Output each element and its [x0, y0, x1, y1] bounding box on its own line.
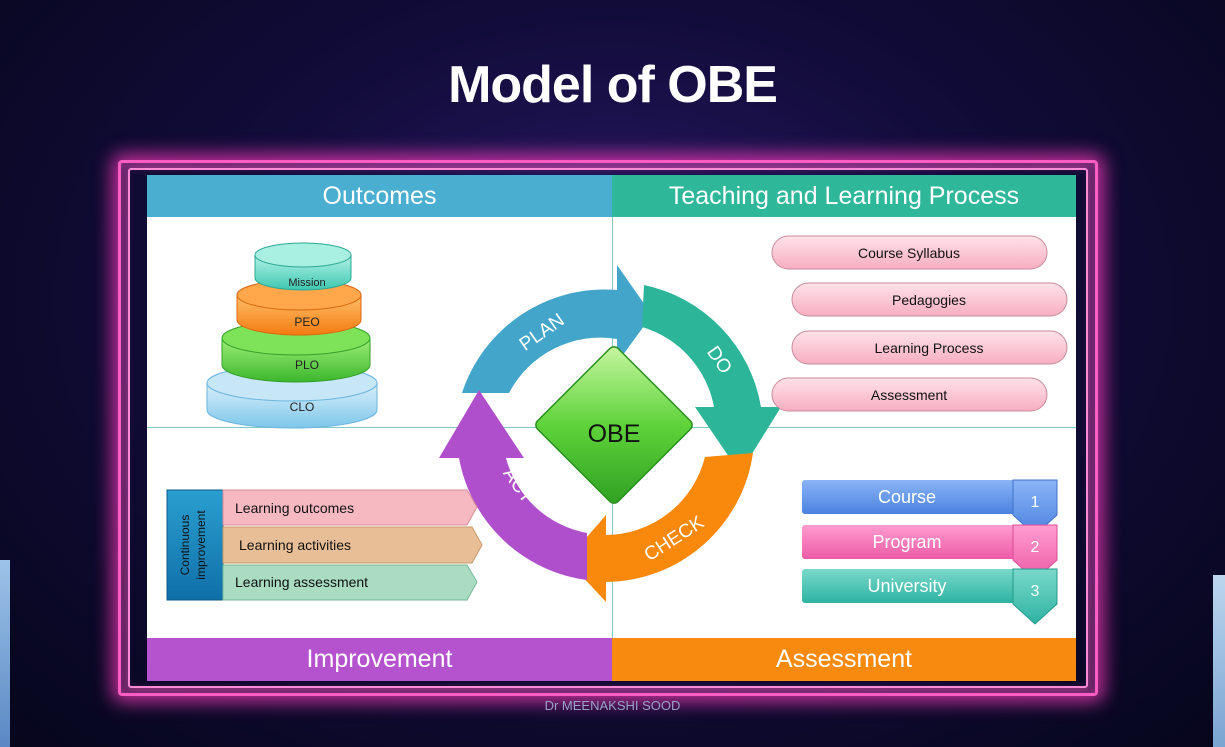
- process-item-course-syllabus: Course Syllabus: [771, 235, 1048, 270]
- pyramid-label-mission: Mission: [288, 277, 325, 289]
- check-arrow: [567, 453, 753, 602]
- assessment-level-university: University 3: [802, 568, 1058, 625]
- svg-text:1: 1: [1031, 494, 1040, 511]
- process-items: Course Syllabus Pedagogies Learning Proc…: [771, 235, 1068, 412]
- improvement-item-activities: Learning activities: [222, 526, 483, 564]
- svg-text:Learning Process: Learning Process: [875, 340, 984, 356]
- pyramid-label-peo: PEO: [294, 315, 319, 329]
- assessment-header: Assessment: [612, 638, 1076, 681]
- obe-center-label: OBE: [588, 420, 641, 448]
- outcomes-header: Outcomes: [147, 175, 612, 217]
- improvement-header: Improvement: [147, 638, 612, 681]
- svg-text:Assessment: Assessment: [871, 387, 947, 403]
- process-item-assessment: Assessment: [771, 377, 1048, 412]
- svg-text:2: 2: [1031, 539, 1040, 556]
- obe-diagram-graphics: CLO PLO PEO Mission PLA: [166, 235, 1068, 625]
- svg-text:Learning assessment: Learning assessment: [235, 574, 368, 590]
- ci-label-line1: Continuous: [178, 515, 192, 576]
- ci-label-line2: improvement: [194, 510, 208, 580]
- svg-text:Course Syllabus: Course Syllabus: [858, 245, 960, 261]
- assessment-levels: Course 1 Program 2 University 3: [802, 479, 1058, 625]
- process-item-pedagogies: Pedagogies: [791, 282, 1068, 317]
- continuous-improvement-block: Continuous improvement Learning outcomes…: [166, 489, 483, 601]
- pyramid-label-clo: CLO: [290, 400, 315, 414]
- slide-title: Model of OBE: [448, 56, 778, 114]
- background-edge-right: [1213, 575, 1225, 747]
- act-arrow: [439, 390, 587, 580]
- svg-text:Learning activities: Learning activities: [239, 537, 351, 553]
- neon-frame-inner: [128, 168, 1088, 688]
- svg-text:Course: Course: [878, 487, 936, 507]
- process-item-learning-process: Learning Process: [791, 330, 1068, 365]
- svg-text:Learning outcomes: Learning outcomes: [235, 500, 354, 516]
- improvement-item-assessment: Learning assessment: [222, 564, 478, 601]
- author-footer: Dr MEENAKSHI SOOD: [544, 698, 681, 713]
- do-arrow: [642, 285, 781, 473]
- background-edge-left: [0, 560, 10, 747]
- plan-arrow: [462, 265, 652, 393]
- pyramid-label-plo: PLO: [295, 358, 319, 372]
- svg-text:Program: Program: [872, 532, 941, 552]
- svg-text:3: 3: [1031, 583, 1040, 600]
- outcomes-pyramid: CLO PLO PEO Mission: [206, 242, 378, 429]
- svg-text:University: University: [867, 576, 946, 596]
- assessment-level-course: Course 1: [802, 479, 1058, 536]
- neon-frame-outer: [118, 160, 1098, 696]
- obe-model-panel: Outcomes Teaching and Learning Process I…: [147, 175, 1076, 681]
- obe-center-diamond: OBE: [535, 346, 693, 504]
- svg-text:Pedagogies: Pedagogies: [892, 292, 966, 308]
- pdca-cycle: PLAN DO CHECK ACT: [439, 265, 781, 602]
- pyramid-level-mission: Mission: [254, 242, 352, 291]
- teaching-learning-header: Teaching and Learning Process: [612, 175, 1076, 217]
- improvement-item-outcomes: Learning outcomes: [222, 489, 478, 526]
